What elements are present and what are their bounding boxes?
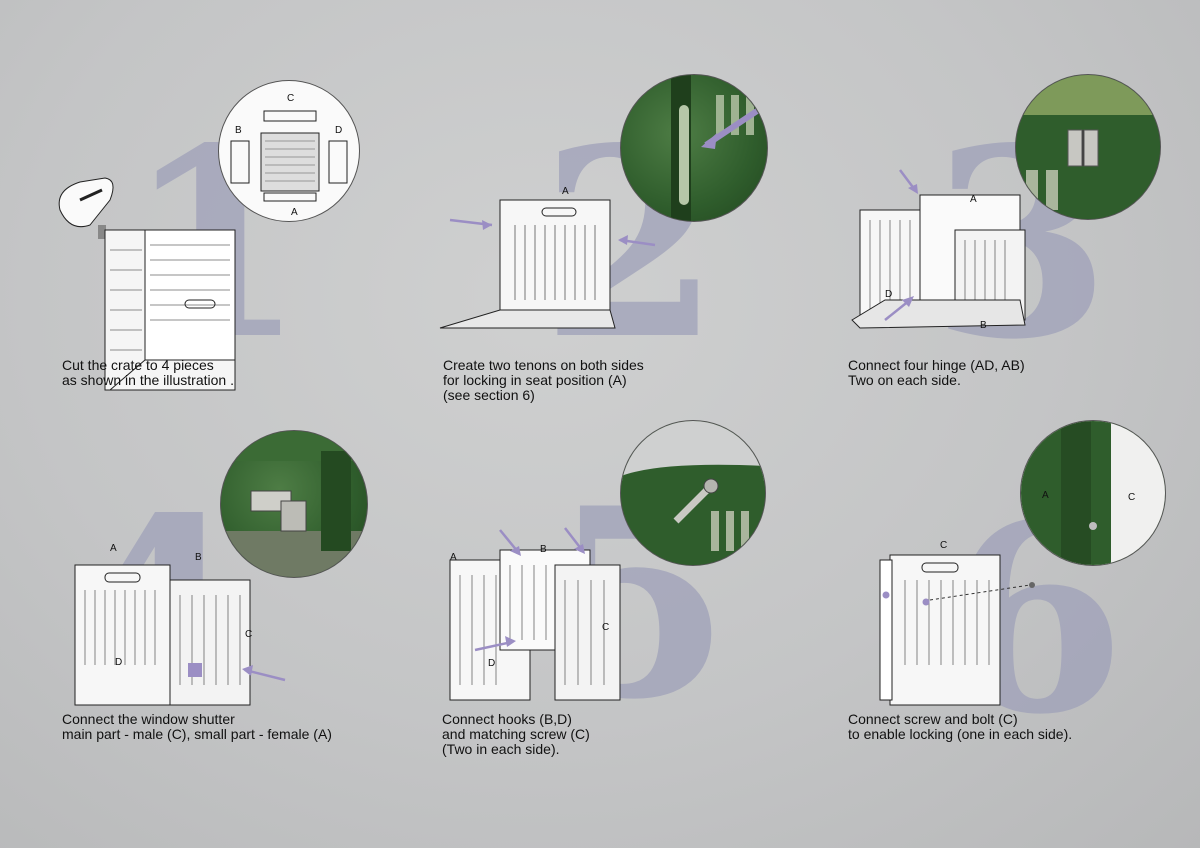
shutter-crate-diagram: A B C D [74,543,286,706]
step-5: 5 A B C D Connect [420,420,800,830]
bolt-photo-bubble [1020,420,1166,566]
step-1-caption: Cut the crate to 4 pieces as shown in th… [62,357,234,388]
label-a: A [562,186,569,197]
photo-label-a: A [1042,490,1049,501]
label-d: D [488,658,495,669]
screw-icon [922,598,930,606]
label-b: B [540,544,547,555]
step-6-caption: Connect screw and bolt (C) to enable loc… [848,711,1073,742]
step-2: 2 A Create two tenons on both sides for … [420,60,800,470]
tenon-closeup-photo [671,75,767,221]
label-d: D [335,125,342,136]
label-b: B [980,320,987,331]
step-1: 1 C B D A [40,60,420,470]
step-2-caption: Create two tenons on both sides for lock… [443,357,644,403]
step-4: 4 A B C D Connect the window shut [40,420,420,830]
shutter-closeup-photo [221,431,367,577]
bolt-panel-diagram: C [879,540,1035,706]
label-b: B [235,125,242,136]
label-a: A [970,194,977,205]
photo-label-c: C [1128,492,1136,503]
step-6: 6 C Connect screw and bolt (C) to enable… [810,420,1190,830]
step-3-caption: Connect four hinge (AD, AB) Two on each … [848,357,1025,388]
shutter-latch-icon [188,663,202,677]
label-c: C [245,629,252,640]
saw-blade-icon [98,225,106,239]
label-c: C [602,622,609,633]
step-5-caption: Connect hooks (B,D) and matching screw (… [442,711,590,757]
bolt-icon [882,591,890,599]
label-d: D [885,289,892,300]
hooked-crate-diagram: A B C D [449,527,621,701]
hinge-photo-bubble [1015,74,1161,220]
shutter-photo-bubble [220,430,368,578]
hook-closeup-photo [621,421,765,565]
hinged-crate-diagram: A D B [851,169,1026,331]
label-a: A [110,543,117,554]
seat-panel-diagram: A [439,186,656,329]
exploded-crate-diagram: C B D A [230,93,348,218]
exploded-view-bubble: C B D A [218,80,360,222]
label-a: A [291,207,298,218]
tenon-photo-bubble [620,74,768,222]
arrow-hook-d-icon [474,640,513,652]
label-d: D [115,657,122,668]
hook-photo-bubble [620,420,766,566]
label-b: B [195,552,202,563]
step-3: 3 A D B Connect four hinge [810,60,1190,470]
crate-with-saw-diagram [58,177,236,391]
label-c: C [940,540,947,551]
label-a: A [450,552,457,563]
label-c: C [287,93,294,104]
step-4-caption: Connect the window shutter main part - m… [62,711,332,742]
